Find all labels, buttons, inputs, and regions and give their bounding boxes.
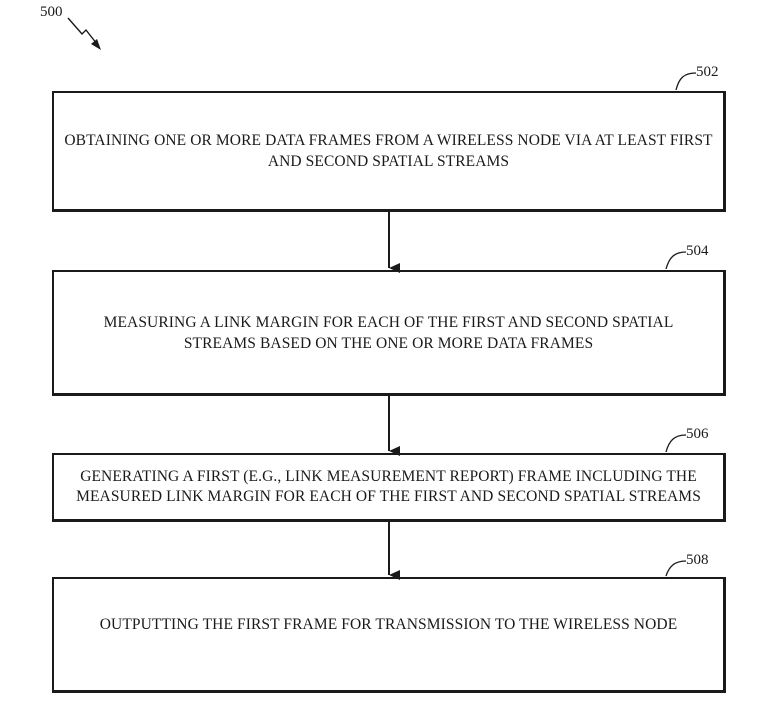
step-ref-label-508: 508 — [686, 552, 709, 568]
process-step-508: OUTPUTTING THE FIRST FRAME FOR TRANSMISS… — [52, 577, 726, 693]
step-ref-label-506: 506 — [686, 426, 709, 442]
step-text-508: OUTPUTTING THE FIRST FRAME FOR TRANSMISS… — [99, 616, 678, 633]
step-text-506: GENERATING A FIRST (E.G., LINK MEASUREME… — [76, 468, 701, 505]
step-ref-label-502: 502 — [696, 64, 719, 80]
step-text-504: MEASURING A LINK MARGIN FOR EACH OF THE … — [103, 313, 674, 352]
process-step-506: GENERATING A FIRST (E.G., LINK MEASUREME… — [52, 453, 726, 522]
process-step-504: MEASURING A LINK MARGIN FOR EACH OF THE … — [52, 270, 726, 396]
leader-line-506 — [665, 434, 687, 453]
leader-line-508 — [665, 560, 687, 577]
step-text-502: OBTAINING ONE OR MORE DATA FRAMES FROM A… — [64, 132, 713, 170]
figure-ref-label: 500 — [40, 4, 63, 20]
leader-line-504 — [665, 251, 687, 270]
figure-indicator-arrow — [67, 17, 101, 50]
step-ref-label-504: 504 — [686, 243, 709, 259]
process-step-502: OBTAINING ONE OR MORE DATA FRAMES FROM A… — [52, 91, 726, 212]
leader-line-502 — [675, 72, 697, 91]
